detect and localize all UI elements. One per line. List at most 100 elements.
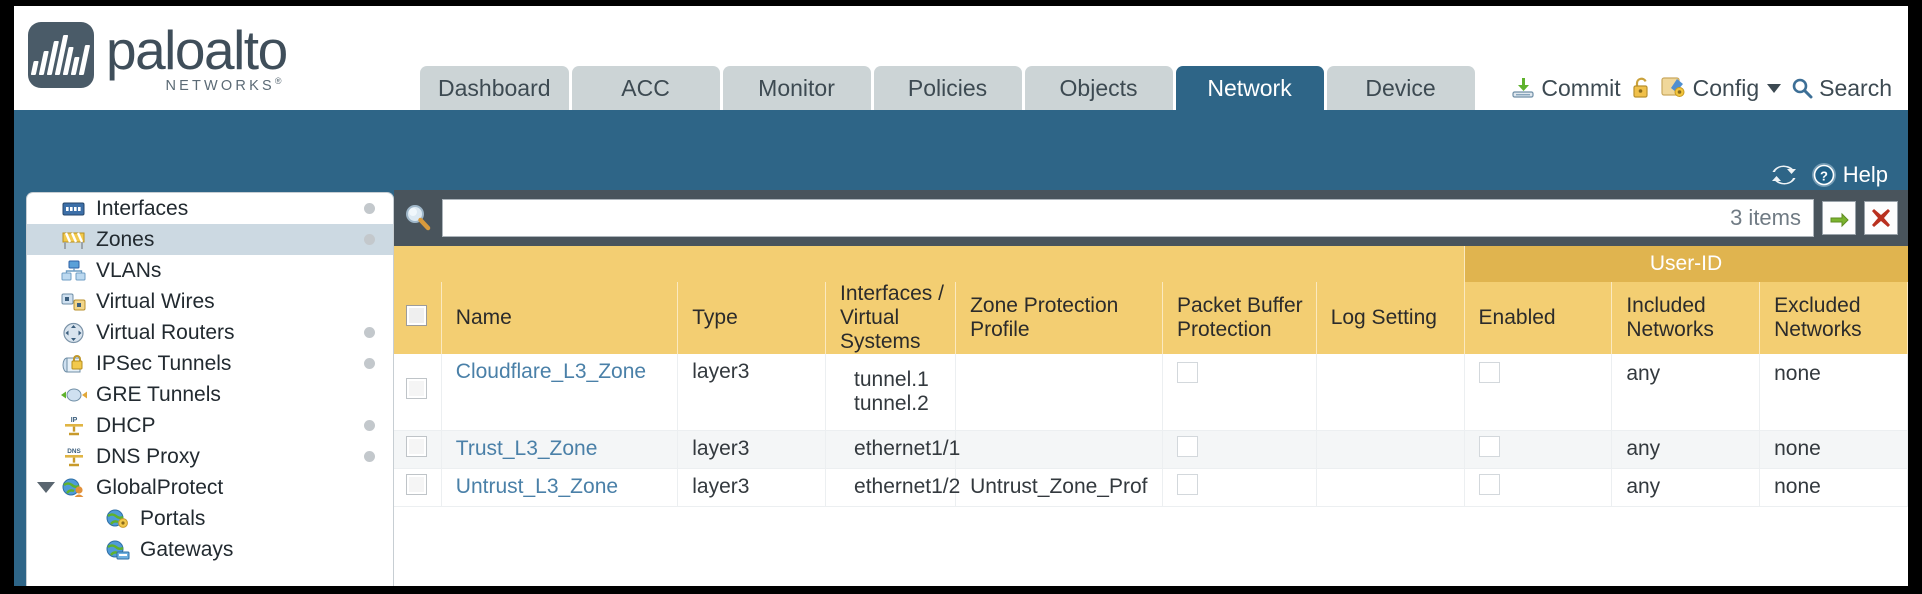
zone-type-cell: layer3 xyxy=(677,468,827,507)
log-setting-cell xyxy=(1316,430,1465,469)
sidebar-item-virtual-routers[interactable]: Virtual Routers xyxy=(27,317,393,348)
config-wrench-icon xyxy=(1661,76,1687,100)
userid-enabled-cell xyxy=(1464,430,1613,469)
column-header-log-setting[interactable]: Log Setting xyxy=(1316,282,1465,354)
gateways-icon xyxy=(106,540,130,559)
green-arrow-icon xyxy=(1830,212,1849,228)
sidebar-item-vlans[interactable]: VLANs xyxy=(27,255,393,286)
config-menu[interactable]: Config xyxy=(1661,75,1782,102)
zone-name-cell: Untrust_L3_Zone xyxy=(441,468,679,507)
column-header-interfaces-virtual-systems[interactable]: Interfaces / Virtual Systems xyxy=(825,282,957,354)
lock-button[interactable] xyxy=(1631,76,1651,100)
zone-interfaces-cell: ethernet1/2 xyxy=(825,468,961,507)
column-header-included-networks[interactable]: Included Networks xyxy=(1611,282,1761,354)
included-networks-cell: any xyxy=(1611,430,1761,469)
svg-text:IP: IP xyxy=(71,417,78,424)
sidebar-item-virtual-wires[interactable]: Virtual Wires xyxy=(27,286,393,317)
lock-icon xyxy=(1631,76,1651,100)
sidebar-item-globalprotect[interactable]: GlobalProtect xyxy=(27,472,393,503)
nav-tab-device[interactable]: Device xyxy=(1326,66,1475,110)
refresh-button[interactable] xyxy=(1771,164,1797,186)
packet-buffer-protection-cell xyxy=(1162,430,1317,469)
column-header-zone-protection-profile[interactable]: Zone Protection Profile xyxy=(955,282,1163,354)
expander-collapse-icon[interactable] xyxy=(37,482,55,493)
sidebar-item-label: Interfaces xyxy=(96,196,189,220)
zone-name-link[interactable]: Cloudflare_L3_Zone xyxy=(455,360,647,383)
ipsec-tunnels-icon xyxy=(61,353,87,375)
nav-tab-acc[interactable]: ACC xyxy=(571,66,720,110)
virtual-wires-icon xyxy=(61,293,86,310)
zones-table-group-header-row: User-ID xyxy=(394,246,1908,282)
help-button[interactable]: ? Help xyxy=(1811,162,1888,188)
sidebar-item-label: VLANs xyxy=(96,258,162,282)
zone-name-link[interactable]: Untrust_L3_Zone xyxy=(455,475,619,498)
row-checkbox[interactable] xyxy=(406,473,427,495)
column-header-excluded-networks[interactable]: Excluded Networks xyxy=(1759,282,1908,354)
column-header-packet-buffer-protection[interactable]: Packet Buffer Protection xyxy=(1162,282,1317,354)
group-header-userid: User-ID xyxy=(1464,246,1908,282)
zone-name-link[interactable]: Trust_L3_Zone xyxy=(455,437,598,460)
userid-enabled-checkbox[interactable] xyxy=(1478,473,1500,495)
column-header-enabled[interactable]: Enabled xyxy=(1464,282,1613,354)
search-input-container[interactable]: 3 items xyxy=(442,199,1814,237)
nav-tab-monitor[interactable]: Monitor xyxy=(722,66,871,110)
column-header-type[interactable]: Type xyxy=(677,282,827,354)
sidebar-item-interfaces[interactable]: Interfaces xyxy=(27,193,393,224)
row-select-cell xyxy=(394,468,442,507)
column-header-name[interactable]: Name xyxy=(441,282,679,354)
userid-enabled-cell xyxy=(1464,468,1613,507)
globalprotect-icon xyxy=(61,477,87,499)
nav-tab-network[interactable]: Network xyxy=(1175,66,1324,110)
column-header-label: Included Networks xyxy=(1626,294,1714,341)
search-magnifier-icon[interactable] xyxy=(402,202,434,234)
nav-tab-label: Monitor xyxy=(758,74,835,101)
packet-buffer-protection-checkbox[interactable] xyxy=(1176,473,1198,495)
sidebar-item-zones[interactable]: Zones xyxy=(27,224,393,255)
clear-filter-button[interactable] xyxy=(1864,201,1898,235)
sidebar-item-status-dot xyxy=(364,234,375,245)
main-panel: 3 items xyxy=(394,190,1908,586)
userid-enabled-checkbox[interactable] xyxy=(1478,435,1500,457)
sidebar-item-gre-tunnels[interactable]: GRE Tunnels xyxy=(27,379,393,410)
svg-text:?: ? xyxy=(1820,168,1828,183)
column-header-label: Name xyxy=(455,306,512,329)
sidebar-item-gateways[interactable]: Gateways xyxy=(27,534,393,565)
commit-button[interactable]: Commit xyxy=(1511,75,1621,102)
nav-tab-label: Policies xyxy=(907,74,988,101)
sidebar-item-label: Zones xyxy=(96,227,155,251)
sidebar-item-label: GlobalProtect xyxy=(96,475,224,499)
sidebar-item-portals[interactable]: Portals xyxy=(27,503,393,534)
nav-tab-dashboard[interactable]: Dashboard xyxy=(420,66,569,110)
logo-registered-mark: ® xyxy=(274,76,285,86)
search-button[interactable]: Search xyxy=(1791,75,1892,102)
nav-tab-policies[interactable]: Policies xyxy=(873,66,1022,110)
sidebar-item-label: DNS Proxy xyxy=(96,444,200,468)
group-header-spacer xyxy=(394,246,1465,282)
row-checkbox[interactable] xyxy=(406,378,427,400)
nav-tab-objects[interactable]: Objects xyxy=(1024,66,1173,110)
nav-tab-label: Dashboard xyxy=(438,74,551,101)
sidebar-item-ipsec-tunnels[interactable]: IPSec Tunnels xyxy=(27,348,393,379)
zones-icon xyxy=(62,232,85,249)
select-all-checkbox[interactable] xyxy=(406,304,427,326)
interface-item: ethernet1/2 xyxy=(854,475,961,498)
userid-enabled-checkbox[interactable] xyxy=(1478,362,1500,383)
apply-filter-button[interactable] xyxy=(1822,201,1856,235)
row-select-cell xyxy=(394,354,442,431)
virtual-routers-icon xyxy=(63,322,84,343)
packet-buffer-protection-checkbox[interactable] xyxy=(1176,362,1198,383)
red-x-icon xyxy=(1872,209,1890,227)
row-checkbox[interactable] xyxy=(406,435,427,457)
packet-buffer-protection-checkbox[interactable] xyxy=(1176,435,1198,457)
column-header-label: Enabled xyxy=(1478,306,1556,329)
log-setting-cell xyxy=(1316,354,1465,431)
nav-tab-label: Objects xyxy=(1059,74,1138,101)
